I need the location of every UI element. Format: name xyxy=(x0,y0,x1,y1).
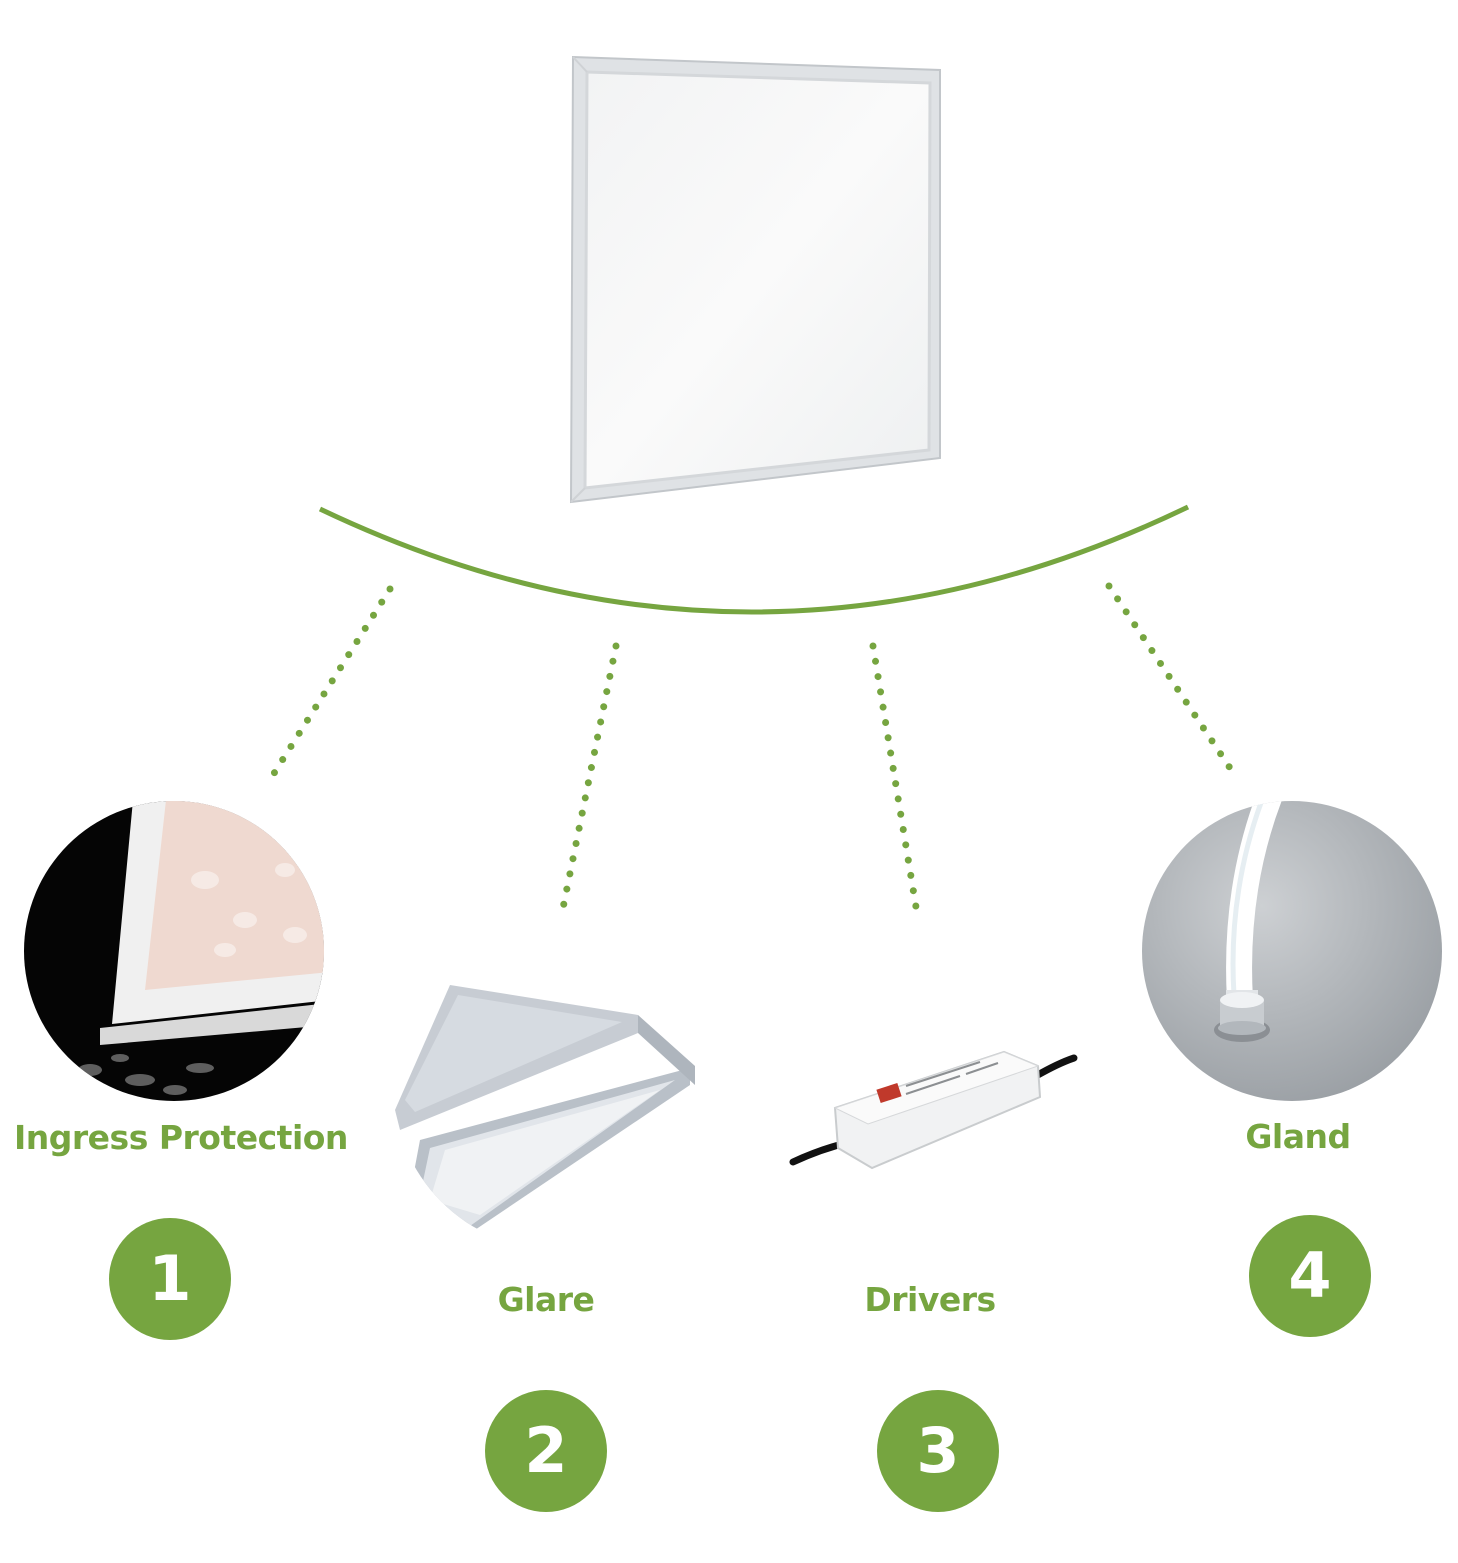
feature-number-badge-2: 2 xyxy=(485,1390,607,1512)
dotted-connectors xyxy=(269,582,1236,917)
feature-label-ingress-protection: Ingress Protection xyxy=(14,1118,348,1157)
connector-3 xyxy=(869,642,921,917)
feature-number-badge-4: 4 xyxy=(1249,1215,1371,1337)
feature-label-glare: Glare xyxy=(497,1280,595,1319)
led-panel-icon xyxy=(569,55,941,504)
cable-gland-icon xyxy=(1142,801,1442,1101)
feature-label-gland: Gland xyxy=(1245,1117,1351,1156)
feature-number-badge-3: 3 xyxy=(877,1390,999,1512)
connector-1 xyxy=(269,585,394,779)
connector-4 xyxy=(1105,582,1236,775)
connector-2 xyxy=(558,642,620,917)
feature-label-drivers: Drivers xyxy=(864,1280,996,1319)
connector-arc xyxy=(318,504,1190,615)
feature-number-badge-1: 1 xyxy=(109,1218,231,1340)
water-resistant-panel-edge-icon xyxy=(24,801,324,1101)
anti-glare-diffuser-frames-icon xyxy=(395,985,695,1240)
led-driver-icon xyxy=(789,1050,1078,1170)
